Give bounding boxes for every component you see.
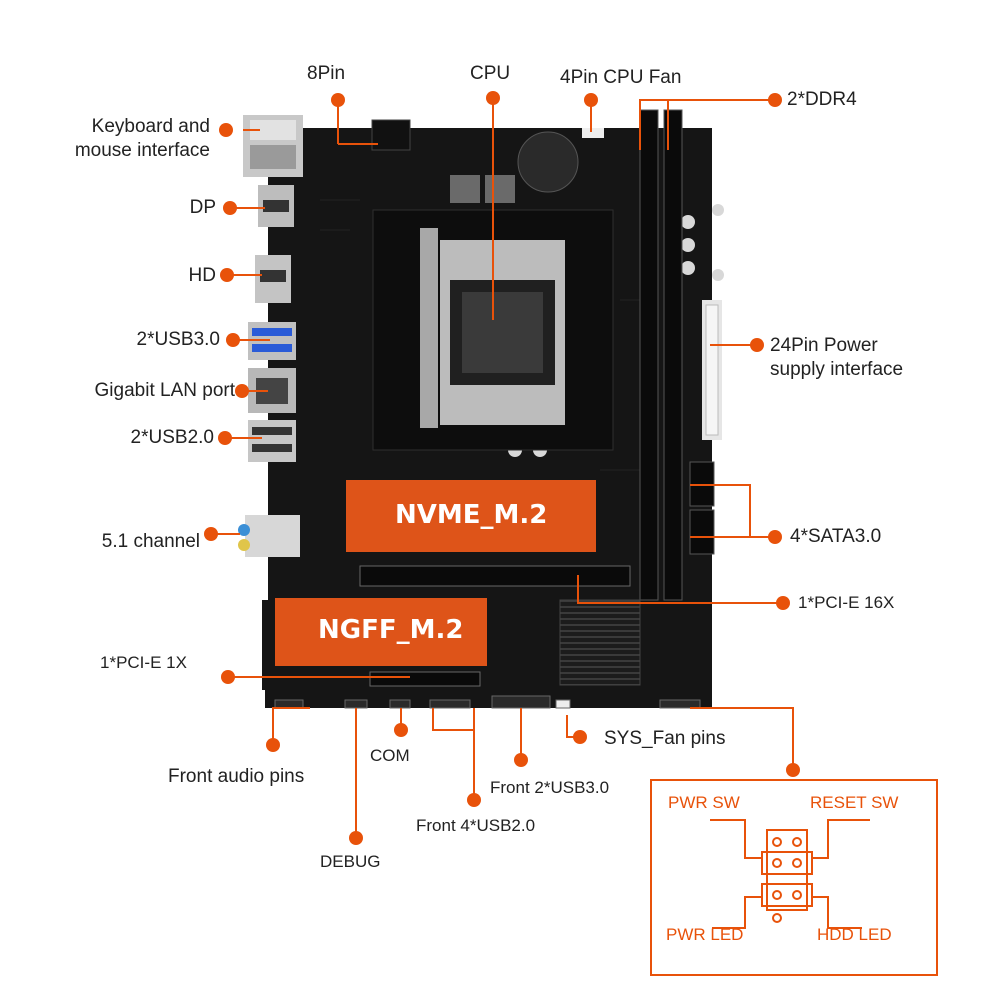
label-usb30: 2*USB3.0: [80, 328, 220, 352]
label-hdd-led: HDD LED: [817, 925, 892, 945]
label-dp: DP: [150, 196, 216, 220]
dot-front-usb20: [467, 793, 481, 807]
dot-8pin: [331, 93, 345, 107]
dot-usb30: [226, 333, 240, 347]
dot-usb20: [218, 431, 232, 445]
label-debug: DEBUG: [320, 850, 380, 874]
24pin-connector: [702, 300, 722, 440]
cpu-fan-header: [582, 128, 604, 138]
dot-cpu-fan: [584, 93, 598, 107]
audio-jacks: [238, 515, 300, 557]
dot-ddr4: [768, 93, 782, 107]
dot-hd: [220, 268, 234, 282]
nvme-label: NVME_M.2: [395, 500, 547, 530]
label-front-usb30: Front 2*USB3.0: [490, 776, 609, 800]
cmos-battery: [518, 132, 578, 192]
ngff-label: NGFF_M.2: [318, 615, 463, 645]
dot-sys-fan: [573, 730, 587, 744]
dot-keyboard: [219, 123, 233, 137]
label-front-audio: Front audio pins: [168, 765, 304, 789]
label-cpu: CPU: [470, 62, 510, 86]
label-pcie1: 1*PCI-E 1X: [100, 651, 187, 675]
label-cpu-fan: 4Pin CPU Fan: [560, 66, 681, 90]
label-pwr-sw: PWR SW: [668, 793, 740, 813]
label-reset-sw: RESET SW: [810, 793, 898, 813]
dot-channel: [204, 527, 218, 541]
dot-lan: [235, 384, 249, 398]
label-sata: 4*SATA3.0: [790, 525, 881, 549]
label-front-usb20: Front 4*USB2.0: [416, 814, 535, 838]
dot-cpu: [486, 91, 500, 105]
dot-24pin: [750, 338, 764, 352]
label-channel: 5.1 channel: [40, 530, 200, 554]
label-24pin: 24Pin Power supply interface: [770, 334, 903, 382]
dot-panel: [786, 763, 800, 777]
label-pwr-led: PWR LED: [666, 925, 743, 945]
dot-dp: [223, 201, 237, 215]
dot-com: [394, 723, 408, 737]
dot-debug: [349, 831, 363, 845]
dot-front-audio: [266, 738, 280, 752]
label-keyboard: Keyboard and mouse interface: [48, 115, 210, 163]
dp-port: [258, 185, 294, 227]
pcie16-slot: [360, 566, 630, 586]
label-lan: Gigabit LAN port: [40, 379, 235, 403]
hdmi-port: [255, 255, 291, 303]
label-sys-fan: SYS_Fan pins: [604, 727, 725, 751]
label-pcie16: 1*PCI-E 16X: [798, 591, 894, 615]
label-com: COM: [370, 744, 410, 768]
label-8pin: 8Pin: [307, 62, 345, 86]
ps2-port: [243, 115, 303, 177]
label-usb20: 2*USB2.0: [70, 426, 214, 450]
8pin-connector: [372, 120, 410, 150]
pcie1-slot: [370, 672, 480, 686]
usb20-port: [248, 420, 296, 462]
dot-pcie1: [221, 670, 235, 684]
dot-sata: [768, 530, 782, 544]
label-hd: HD: [150, 264, 216, 288]
chipset-heatsink: [560, 600, 640, 685]
dot-pcie16: [776, 596, 790, 610]
dot-front-usb30: [514, 753, 528, 767]
label-ddr4: 2*DDR4: [787, 88, 857, 112]
